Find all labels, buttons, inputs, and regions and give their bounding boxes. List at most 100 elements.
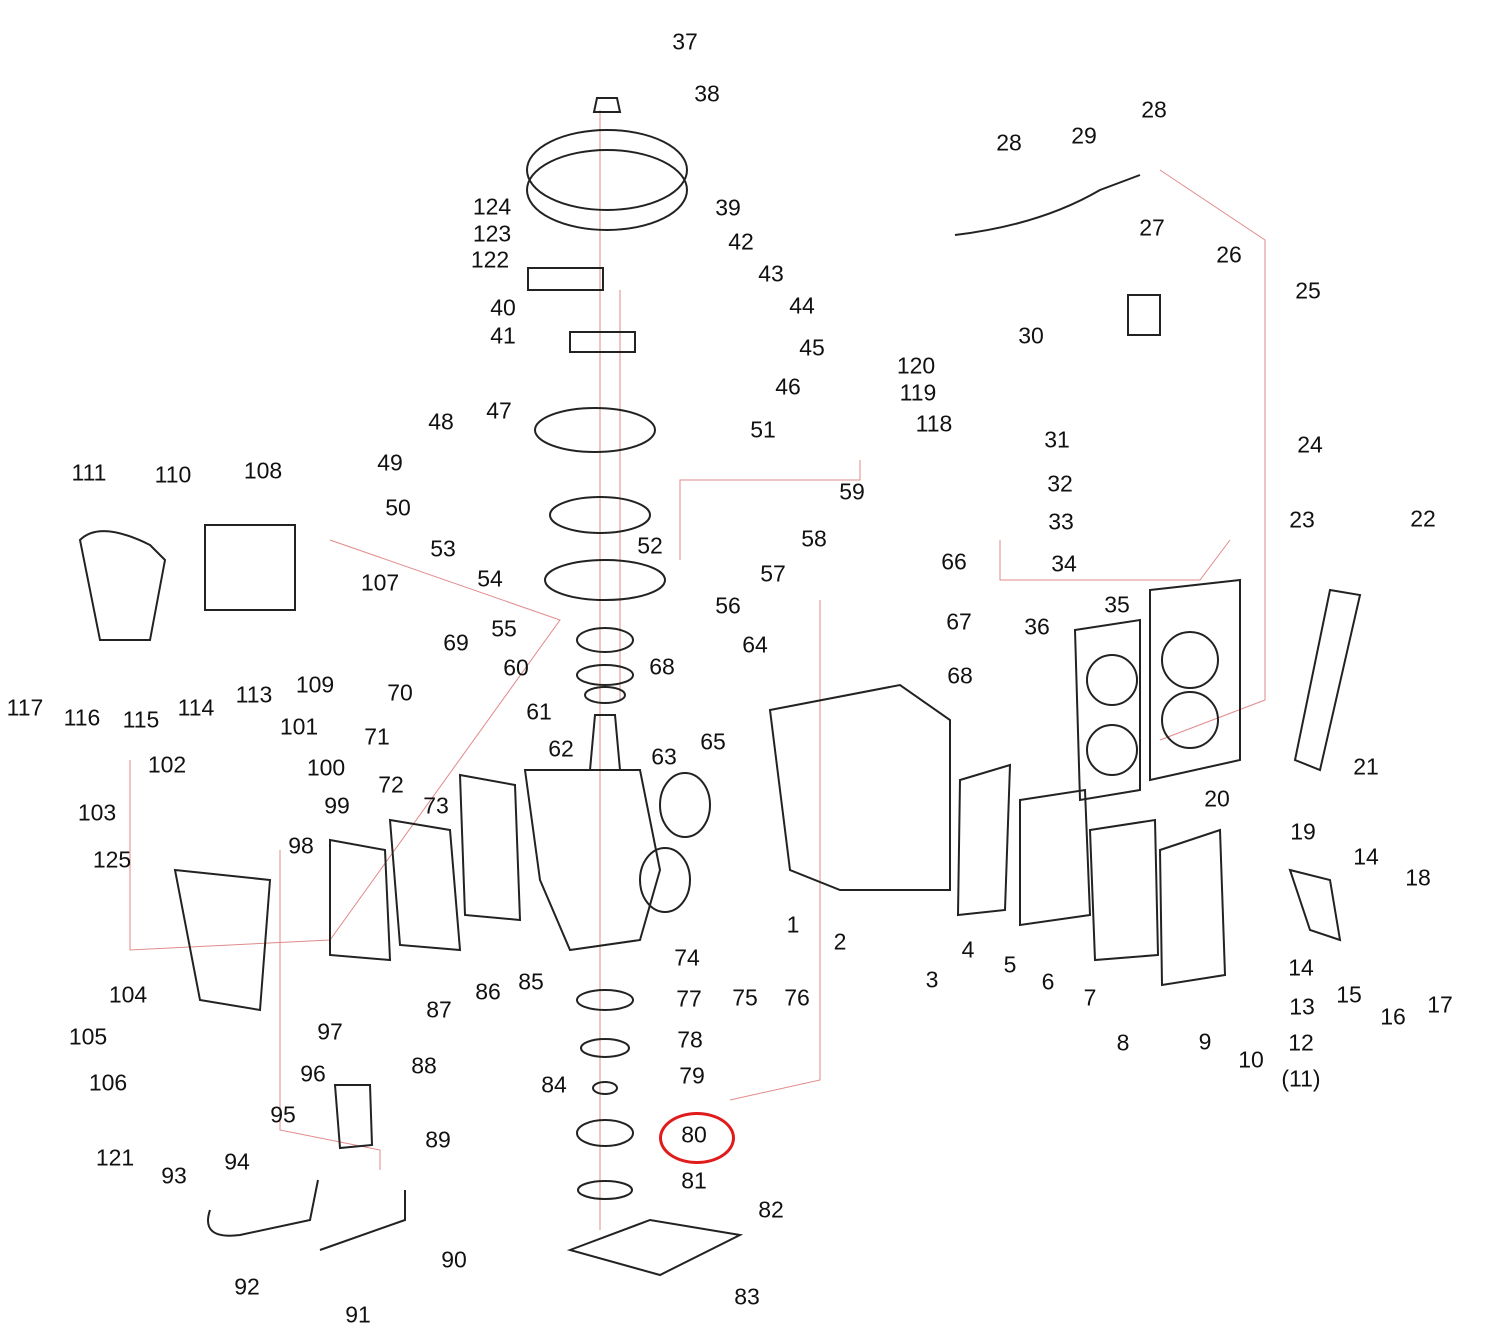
callout-label: 85 bbox=[518, 968, 544, 995]
callout-label: 77 bbox=[676, 985, 702, 1012]
callout-label: 28 bbox=[996, 129, 1022, 156]
callout-label: 68 bbox=[947, 662, 973, 689]
callout-label: 86 bbox=[475, 978, 501, 1005]
callout-label: 40 bbox=[490, 294, 516, 321]
callout-label: 123 bbox=[472, 220, 512, 247]
callout-label: 5 bbox=[1003, 951, 1017, 978]
carburetor-108 bbox=[204, 524, 296, 611]
crankshaft bbox=[523, 769, 662, 952]
cover-7 bbox=[1158, 828, 1227, 987]
callout-label: 49 bbox=[377, 449, 403, 476]
callout-label: 84 bbox=[541, 1071, 567, 1098]
callout-label: 73 bbox=[423, 792, 449, 819]
callout-label: 61 bbox=[526, 698, 552, 725]
gasket-6 bbox=[1088, 818, 1160, 962]
callout-label: 111 bbox=[71, 459, 107, 486]
callout-label: 72 bbox=[378, 771, 404, 798]
highlight-circle-part-80 bbox=[659, 1112, 735, 1164]
callout-label: 30 bbox=[1018, 322, 1044, 349]
callout-label: 47 bbox=[486, 397, 512, 424]
callout-label: 110 bbox=[154, 461, 192, 488]
intake-manifold bbox=[173, 868, 272, 1012]
callout-label: 12 bbox=[1288, 1029, 1314, 1056]
callout-label: 119 bbox=[899, 379, 937, 406]
callout-label: 78 bbox=[677, 1026, 703, 1053]
callout-label: 24 bbox=[1297, 431, 1323, 458]
callout-label: 95 bbox=[270, 1101, 296, 1128]
head-gasket-36 bbox=[1073, 618, 1141, 802]
callout-label: 39 bbox=[715, 194, 741, 221]
callout-label: 100 bbox=[306, 754, 346, 781]
callout-label: 101 bbox=[279, 713, 319, 740]
callout-label: 9 bbox=[1198, 1028, 1212, 1055]
callout-label: 92 bbox=[234, 1273, 260, 1300]
callout-label: 68 bbox=[649, 653, 675, 680]
callout-label: 18 bbox=[1405, 864, 1431, 891]
callout-label: 43 bbox=[758, 260, 784, 287]
callout-label: 99 bbox=[324, 792, 350, 819]
callout-label: 21 bbox=[1353, 753, 1379, 780]
callout-label: 121 bbox=[95, 1144, 135, 1171]
callout-label: 76 bbox=[784, 984, 810, 1011]
callout-label: 8 bbox=[1116, 1029, 1130, 1056]
callout-label: 71 bbox=[364, 723, 390, 750]
cdi-unit-26 bbox=[1127, 294, 1161, 336]
callout-label: 65 bbox=[700, 728, 726, 755]
callout-label: 46 bbox=[775, 373, 801, 400]
callout-label: 108 bbox=[243, 457, 283, 484]
gasket-87 bbox=[329, 838, 392, 962]
ignition-coil-upper bbox=[527, 267, 604, 291]
callout-label: 35 bbox=[1104, 591, 1130, 618]
callout-label: 53 bbox=[430, 535, 456, 562]
callout-label: 16 bbox=[1380, 1003, 1406, 1030]
callout-label: 102 bbox=[147, 751, 187, 778]
oil-seal-60 bbox=[576, 627, 634, 653]
gasket-4 bbox=[956, 763, 1012, 917]
callout-label: 20 bbox=[1204, 785, 1230, 812]
callout-label: 122 bbox=[470, 246, 510, 273]
callout-label: 113 bbox=[235, 681, 273, 708]
gasket-85 bbox=[458, 773, 522, 922]
callout-label: 106 bbox=[88, 1069, 128, 1096]
callout-label: 3 bbox=[925, 966, 939, 993]
callout-label: 15 bbox=[1336, 981, 1362, 1008]
cylinder-block bbox=[768, 683, 951, 891]
callout-label: 90 bbox=[441, 1246, 467, 1273]
fuel-hose-92 bbox=[207, 1179, 319, 1237]
callout-label: 36 bbox=[1024, 613, 1050, 640]
ignition-coil-lower bbox=[569, 331, 636, 353]
callout-label: 51 bbox=[750, 416, 776, 443]
callout-label: (11) bbox=[1281, 1065, 1321, 1092]
callout-label: 19 bbox=[1290, 818, 1316, 845]
callout-label: 97 bbox=[317, 1018, 343, 1045]
callout-label: 29 bbox=[1071, 122, 1097, 149]
gasket-83 bbox=[566, 1218, 744, 1277]
piston-lower bbox=[639, 847, 691, 913]
callout-label: 58 bbox=[801, 525, 827, 552]
callout-label: 25 bbox=[1295, 277, 1321, 304]
callout-label: 33 bbox=[1048, 508, 1074, 535]
callout-label: 117 bbox=[6, 694, 44, 721]
assembly-lines bbox=[129, 110, 1266, 1230]
callout-label: 80 bbox=[681, 1121, 707, 1148]
cylinder-head-35 bbox=[1149, 578, 1241, 782]
callout-label: 41 bbox=[490, 322, 516, 349]
callout-label: 45 bbox=[799, 334, 825, 361]
callout-label: 1 bbox=[786, 911, 800, 938]
callout-label: 26 bbox=[1216, 241, 1242, 268]
callout-label: 22 bbox=[1410, 505, 1436, 532]
retainer-ring bbox=[549, 496, 651, 534]
callout-label: 38 bbox=[694, 80, 720, 107]
callout-label: 91 bbox=[345, 1301, 371, 1328]
callout-label: 93 bbox=[161, 1162, 187, 1189]
callout-label: 50 bbox=[385, 494, 411, 521]
callout-label: 28 bbox=[1141, 96, 1167, 123]
callout-label: 54 bbox=[477, 565, 503, 592]
callout-label: 94 bbox=[224, 1148, 250, 1175]
callout-label: 62 bbox=[548, 735, 574, 762]
callout-label: 63 bbox=[651, 743, 677, 770]
callout-label: 10 bbox=[1238, 1046, 1264, 1073]
callout-label: 96 bbox=[300, 1060, 326, 1087]
callout-label: 105 bbox=[68, 1023, 108, 1050]
